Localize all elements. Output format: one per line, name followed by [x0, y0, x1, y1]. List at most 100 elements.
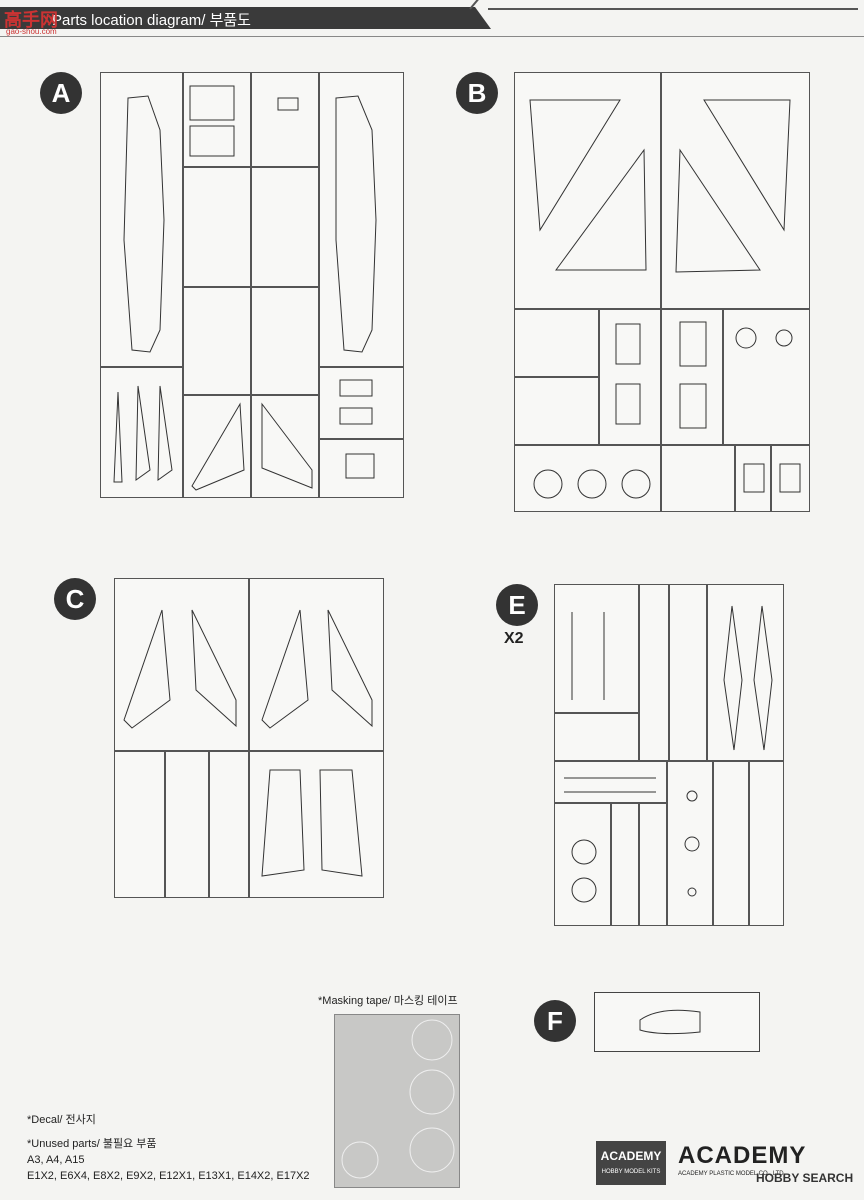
- sprue-a-cell: [318, 72, 404, 368]
- notes: *Decal/ 전사지 *Unused parts/ 불필요 부품 A3, A4…: [27, 1112, 310, 1184]
- sprue-a-badge: A: [40, 72, 82, 114]
- part-e20: [684, 836, 700, 852]
- wing-c2: [191, 609, 237, 728]
- academy-big-logo: ACADEMY: [678, 1142, 807, 1169]
- academy-small-logo: ACADEMY HOBBY MODEL KITS: [596, 1141, 666, 1185]
- wheel-b23: [533, 469, 563, 499]
- sprue-b-cell: [598, 308, 662, 446]
- sprue-e-quantity: X2: [504, 630, 524, 647]
- part-b9: [679, 321, 707, 367]
- part-b18: [743, 463, 765, 493]
- mask-circle: [341, 1141, 379, 1179]
- fuselage-right-part: [335, 95, 377, 353]
- sprue-e-cell: [668, 584, 708, 762]
- mask-circle: [409, 1069, 455, 1115]
- watermark: 高手网: [4, 10, 58, 31]
- canopy-f2: [639, 1009, 701, 1035]
- sprue-a-cell: [182, 286, 252, 396]
- wing-b4: [529, 99, 621, 232]
- page-title: Parts location diagram/ 부품도: [52, 12, 251, 29]
- sprue-e-cell: [748, 760, 784, 926]
- mask-circle: [409, 1127, 455, 1173]
- sprue-b-frame: [514, 72, 810, 512]
- wing-b3: [555, 148, 647, 271]
- part-a5: [189, 85, 235, 121]
- sprue-e-cell: [666, 760, 714, 926]
- sprue-f-badge: F: [534, 1000, 576, 1042]
- academy-small-logo-text: ACADEMY: [600, 1149, 662, 1163]
- fuselage-left-part: [123, 95, 165, 353]
- sprue-a-cell: [182, 166, 252, 288]
- masking-tape-sheet: [334, 1014, 460, 1188]
- wing-c3: [261, 609, 309, 729]
- top-divider: [0, 36, 864, 37]
- note-unused-list-2: E1X2, E6X4, E8X2, E9X2, E12X1, E13X1, E1…: [27, 1170, 310, 1182]
- note-unused: *Unused parts/ 불필요 부품: [27, 1138, 157, 1150]
- wing-b1: [703, 99, 791, 232]
- hobby-search-watermark: HOBBY SEARCH: [756, 1171, 854, 1185]
- sprue-a-cell: [100, 72, 184, 368]
- sprue-b-cell: [660, 444, 736, 512]
- sprue-b-cell: [514, 376, 600, 446]
- wheel-e16: [571, 877, 597, 903]
- fin-a32: [113, 391, 123, 483]
- sprue-b-cell: [722, 308, 810, 446]
- sprue-c-cell: [248, 578, 384, 752]
- sprue-b-cell: [514, 308, 600, 378]
- wing-a28: [261, 402, 313, 489]
- sprue-a-cell: [100, 366, 184, 498]
- sprue-a-cell: [250, 286, 320, 396]
- sprue-e-badge: E: [496, 584, 538, 626]
- wing-c4: [327, 609, 373, 728]
- part-a3: [277, 97, 299, 111]
- sprue-e-cell: [712, 760, 750, 926]
- academy-company-name: ACADEMY PLASTIC MODEL CO., LTD.: [678, 1171, 786, 1177]
- part-a26: [339, 379, 373, 397]
- sprue-a-cell: [182, 72, 252, 168]
- part-b5: [775, 329, 793, 347]
- sprue-b-badge: B: [456, 72, 498, 114]
- sprue-c-cell: [248, 750, 384, 898]
- sprue-a-cell: [318, 438, 404, 498]
- sprue-e-cell: [706, 584, 784, 762]
- sprue-a-cell: [250, 166, 320, 288]
- sprue-b-cell: [660, 308, 724, 446]
- sprue-e-cell: [638, 802, 668, 926]
- wheel-b21: [621, 469, 651, 499]
- sprue-b-cell: [514, 72, 662, 310]
- part-a33: [339, 407, 373, 425]
- part-b6: [735, 327, 757, 349]
- sprue-a-cell: [250, 394, 320, 498]
- sprue-a-cell: [250, 72, 320, 168]
- sprue-f-frame: [594, 992, 760, 1052]
- header-bar: Parts location diagram/ 부품도: [0, 7, 491, 29]
- sprue-a-cell: [182, 394, 252, 498]
- sprue-e-cell: [554, 712, 640, 762]
- sprue-e-cell: [610, 802, 640, 926]
- part-b12: [615, 383, 641, 425]
- wing-c1: [123, 609, 171, 729]
- sprue-e-cell: [554, 584, 640, 714]
- wheel-b22: [577, 469, 607, 499]
- sprue-c-cell: [114, 750, 166, 898]
- part-e21: [687, 887, 697, 897]
- wing-a29: [191, 402, 245, 491]
- sprue-c-cell: [208, 750, 250, 898]
- fin-a31: [135, 385, 151, 481]
- sprue-c-badge: C: [54, 578, 96, 620]
- sprue-a-cell: [318, 366, 404, 440]
- fin-a30: [157, 385, 173, 481]
- academy-small-logo-sub: HOBBY MODEL KITS: [601, 1169, 661, 1175]
- part-a27: [345, 453, 375, 479]
- sprue-c-cell: [164, 750, 210, 898]
- intake-c15: [319, 769, 363, 877]
- sprue-a-frame: [100, 72, 404, 498]
- tank-e13: [753, 605, 773, 751]
- sprue-e-cell: [638, 584, 670, 762]
- sprue-b-cell: [660, 72, 810, 310]
- part-e19: [686, 790, 698, 802]
- tank-e12: [723, 605, 743, 751]
- sprue-b-cell: [734, 444, 772, 512]
- part-b11: [615, 323, 641, 365]
